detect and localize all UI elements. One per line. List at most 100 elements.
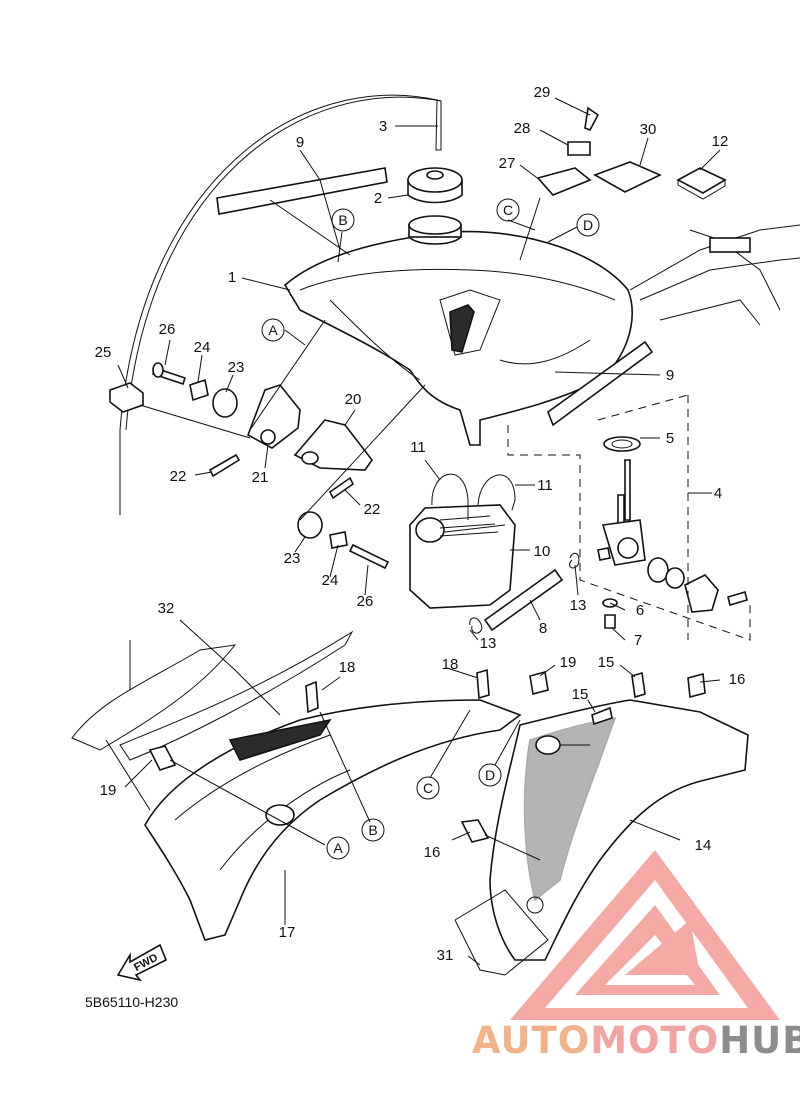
- callout-3: 3: [379, 118, 387, 135]
- callout-6: 6: [636, 602, 644, 619]
- bolt-22-right: [328, 476, 355, 500]
- callout-24-lower: 24: [322, 572, 339, 589]
- band-11-left: [431, 473, 469, 520]
- callout-labels: 1 2 3 4 5 6 7 8 9 9 10 11 11 12 13 13 14…: [95, 84, 746, 964]
- callout-16-upper: 16: [729, 671, 746, 688]
- watermark-logo: [510, 850, 780, 1020]
- graphic-32: [71, 644, 237, 751]
- bolt-22-left: [208, 453, 241, 478]
- fuel-cap: [407, 167, 463, 204]
- callout-10: 10: [534, 543, 551, 560]
- bracket-27: [536, 167, 592, 196]
- callout-21: 21: [252, 469, 269, 486]
- ref-a-upper: A: [268, 322, 278, 338]
- callout-4: 4: [714, 485, 722, 502]
- callout-22-left: 22: [170, 468, 187, 485]
- fuel-breather-hose: [119, 94, 438, 515]
- callout-30: 30: [640, 121, 657, 138]
- ref-d-lower: D: [485, 767, 495, 783]
- callout-1: 1: [228, 269, 236, 286]
- grommet-23-upper: [212, 388, 238, 418]
- ref-circles: [261, 198, 600, 860]
- ref-a-lower: A: [333, 840, 343, 856]
- callout-18-left: 18: [339, 659, 356, 676]
- grommet-23-lower: [297, 511, 323, 539]
- band-11-right: [477, 474, 516, 511]
- callout-26-upper: 26: [159, 321, 176, 338]
- bracket-30: [593, 161, 662, 193]
- callout-23-upper: 23: [228, 359, 245, 376]
- bolt-19-left: [148, 745, 177, 771]
- clamp-25: [109, 382, 144, 413]
- assembly-box-4: [507, 394, 751, 641]
- callout-15-lower: 15: [572, 686, 589, 703]
- callout-14: 14: [695, 837, 712, 854]
- watermark-text: AUTOMOTOHUB: [472, 1019, 800, 1062]
- watermark-part-2: MOTO: [590, 1019, 720, 1062]
- frame-section: [629, 224, 800, 326]
- callout-23-lower: 23: [284, 550, 301, 567]
- side-cover-left: [144, 699, 522, 941]
- callout-15-upper: 15: [598, 654, 615, 671]
- bolt-29: [584, 106, 600, 132]
- forward-arrow: FWD: [116, 943, 168, 982]
- callout-19-right: 19: [560, 654, 577, 671]
- callout-11-left: 11: [410, 439, 426, 456]
- ref-b-upper: B: [338, 212, 347, 228]
- callout-17: 17: [279, 924, 296, 941]
- bolt-16-upper: [687, 672, 706, 699]
- watermark-part-1: AUTO: [472, 1019, 591, 1062]
- fuel-hose-8: [483, 568, 564, 632]
- ref-d-upper: D: [583, 217, 593, 233]
- callout-7: 7: [634, 632, 642, 649]
- callout-28: 28: [514, 120, 531, 137]
- callout-29: 29: [534, 84, 551, 101]
- ref-c-lower: C: [423, 780, 433, 796]
- fuel-tank: [283, 215, 633, 446]
- callout-24-upper: 24: [194, 339, 211, 356]
- ref-c-upper: C: [503, 202, 513, 218]
- bolt-26-lower: [348, 543, 390, 570]
- bolt-19-right: [529, 671, 549, 695]
- callout-2: 2: [374, 190, 382, 207]
- callout-13-upper: 13: [570, 597, 587, 614]
- callout-32: 32: [158, 600, 175, 617]
- callout-25: 25: [95, 344, 112, 361]
- bolt-15-lower: [591, 706, 613, 726]
- callout-18-right: 18: [442, 656, 459, 673]
- fuel-pump-cover: [409, 504, 516, 609]
- callout-9-top: 9: [296, 134, 304, 151]
- callout-11-right: 11: [537, 477, 553, 494]
- callout-9-right: 9: [666, 367, 674, 384]
- bolt-18-right: [476, 668, 490, 700]
- bolt-18-left: [305, 680, 319, 714]
- watermark-part-3: HUB: [719, 1019, 800, 1062]
- callout-8: 8: [539, 620, 547, 637]
- clip-13-lower: [469, 617, 483, 634]
- callout-20: 20: [345, 391, 362, 408]
- fuel-cock-assembly: [597, 436, 748, 629]
- callout-31: 31: [437, 947, 454, 964]
- bracket-21: [247, 384, 301, 449]
- callout-5: 5: [666, 430, 674, 447]
- collar-24-lower: [329, 531, 348, 549]
- callout-26-lower: 26: [357, 593, 374, 610]
- callout-12: 12: [712, 133, 729, 150]
- bolt-15-upper: [631, 671, 646, 699]
- callout-16-lower: 16: [424, 844, 441, 861]
- leader-lines: [117, 97, 721, 976]
- ref-b-lower: B: [368, 822, 377, 838]
- callout-22-right: 22: [364, 501, 381, 518]
- damper-pad-right: [547, 340, 654, 427]
- callout-19-left: 19: [100, 782, 117, 799]
- damper-pad-top: [216, 167, 388, 215]
- collar-24-upper: [189, 378, 209, 402]
- clip-13-upper: [569, 552, 580, 569]
- collar-28: [567, 141, 591, 156]
- side-cover-right: [489, 699, 749, 961]
- diagram-code: 5B65110-H230: [85, 994, 179, 1010]
- callout-13-lower: 13: [480, 635, 497, 652]
- callout-27: 27: [499, 155, 516, 172]
- bolt-16-lower: [460, 819, 490, 843]
